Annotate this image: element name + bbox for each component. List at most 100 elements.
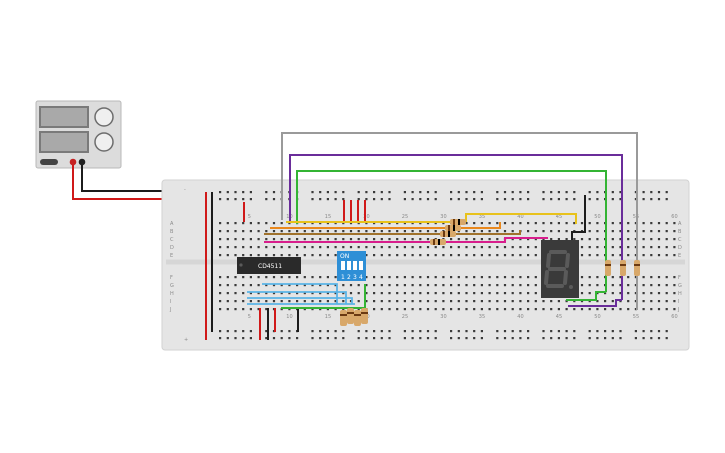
breadboard-hole[interactable] [542,230,545,233]
breadboard-hole[interactable] [272,276,276,279]
resistor-4[interactable] [430,239,446,245]
breadboard-hole[interactable] [403,198,406,201]
breadboard-hole[interactable] [480,276,483,279]
breadboard-hole[interactable] [480,191,483,194]
breadboard-hole[interactable] [519,198,522,201]
breadboard-hole[interactable] [419,292,422,295]
breadboard-hole[interactable] [465,300,468,303]
display-resistors[interactable] [605,260,640,276]
breadboard-hole[interactable] [527,330,530,333]
breadboard-hole[interactable] [450,276,453,279]
breadboard-hole[interactable] [596,230,599,233]
negative-terminal[interactable] [78,158,86,166]
breadboard-hole[interactable] [303,300,306,303]
breadboard-hole[interactable] [580,284,584,287]
breadboard-hole[interactable] [611,292,614,295]
breadboard-hole[interactable] [434,276,437,279]
breadboard-hole[interactable] [634,337,637,340]
breadboard-hole[interactable] [326,230,329,233]
breadboard-hole[interactable] [265,276,268,279]
breadboard-hole[interactable] [403,246,406,249]
breadboard-hole[interactable] [457,337,460,340]
breadboard-hole[interactable] [573,191,576,194]
breadboard-hole[interactable] [619,330,622,333]
breadboard-hole[interactable] [319,337,322,340]
breadboard-hole[interactable] [219,337,222,340]
breadboard-hole[interactable] [473,238,476,241]
breadboard-hole[interactable] [496,308,499,311]
breadboard-hole[interactable] [280,284,283,287]
breadboard-hole[interactable] [388,198,391,201]
breadboard-hole[interactable] [388,222,391,225]
breadboard-hole[interactable] [219,238,222,241]
breadboard-hole[interactable] [388,254,391,257]
breadboard-hole[interactable] [311,238,314,241]
breadboard-hole[interactable] [296,284,299,287]
breadboard-hole[interactable] [349,284,353,287]
breadboard-hole[interactable] [465,337,468,340]
breadboard-hole[interactable] [265,284,268,287]
breadboard-hole[interactable] [411,254,414,257]
breadboard-hole[interactable] [319,246,322,249]
breadboard-hole[interactable] [634,230,637,233]
breadboard-hole[interactable] [619,198,622,201]
breadboard-hole[interactable] [503,230,507,233]
breadboard-hole[interactable] [257,276,260,279]
breadboard-hole[interactable] [326,276,329,279]
breadboard-hole[interactable] [496,284,499,287]
breadboard-hole[interactable] [426,330,430,333]
breadboard-hole[interactable] [234,222,237,225]
breadboard-hole[interactable] [465,238,468,241]
breadboard-hole[interactable] [326,337,329,340]
breadboard-hole[interactable] [650,191,653,194]
breadboard-hole[interactable] [411,292,414,295]
breadboard-hole[interactable] [411,222,414,225]
breadboard-hole[interactable] [619,191,622,194]
breadboard-hole[interactable] [580,238,584,241]
breadboard-hole[interactable] [588,246,591,249]
breadboard-hole[interactable] [280,246,283,249]
breadboard-hole[interactable] [473,284,476,287]
breadboard-hole[interactable] [234,337,237,340]
breadboard-hole[interactable] [673,284,676,287]
breadboard-hole[interactable] [242,198,245,201]
breadboard-hole[interactable] [657,292,661,295]
breadboard-hole[interactable] [580,222,584,225]
breadboard-hole[interactable] [511,191,514,194]
breadboard-hole[interactable] [465,276,468,279]
breadboard-hole[interactable] [319,191,322,194]
breadboard-hole[interactable] [234,300,237,303]
breadboard-hole[interactable] [365,191,368,194]
breadboard-hole[interactable] [488,246,491,249]
breadboard-hole[interactable] [611,284,614,287]
breadboard-hole[interactable] [588,284,591,287]
power-supply[interactable] [35,100,122,169]
breadboard-hole[interactable] [496,292,499,295]
breadboard-hole[interactable] [272,254,276,257]
resistor-1[interactable] [450,219,466,225]
breadboard-hole[interactable] [234,230,237,233]
breadboard-hole[interactable] [411,337,414,340]
breadboard-hole[interactable] [450,292,453,295]
breadboard-hole[interactable] [219,300,222,303]
breadboard-hole[interactable] [419,246,422,249]
breadboard-hole[interactable] [380,198,383,201]
breadboard-hole[interactable] [665,330,668,333]
breadboard-hole[interactable] [588,330,591,333]
breadboard-hole[interactable] [326,254,329,257]
breadboard-hole[interactable] [527,230,530,233]
breadboard-hole[interactable] [219,246,222,249]
breadboard-hole[interactable] [249,246,252,249]
breadboard-hole[interactable] [403,222,406,225]
breadboard-hole[interactable] [342,284,345,287]
breadboard-hole[interactable] [349,230,353,233]
breadboard-hole[interactable] [627,284,630,287]
breadboard-hole[interactable] [473,191,476,194]
breadboard-hole[interactable] [373,246,376,249]
breadboard-hole[interactable] [226,191,229,194]
breadboard-hole[interactable] [650,308,653,311]
breadboard-hole[interactable] [426,337,430,340]
breadboard-hole[interactable] [480,198,483,201]
breadboard-hole[interactable] [311,254,314,257]
breadboard-hole[interactable] [334,230,337,233]
